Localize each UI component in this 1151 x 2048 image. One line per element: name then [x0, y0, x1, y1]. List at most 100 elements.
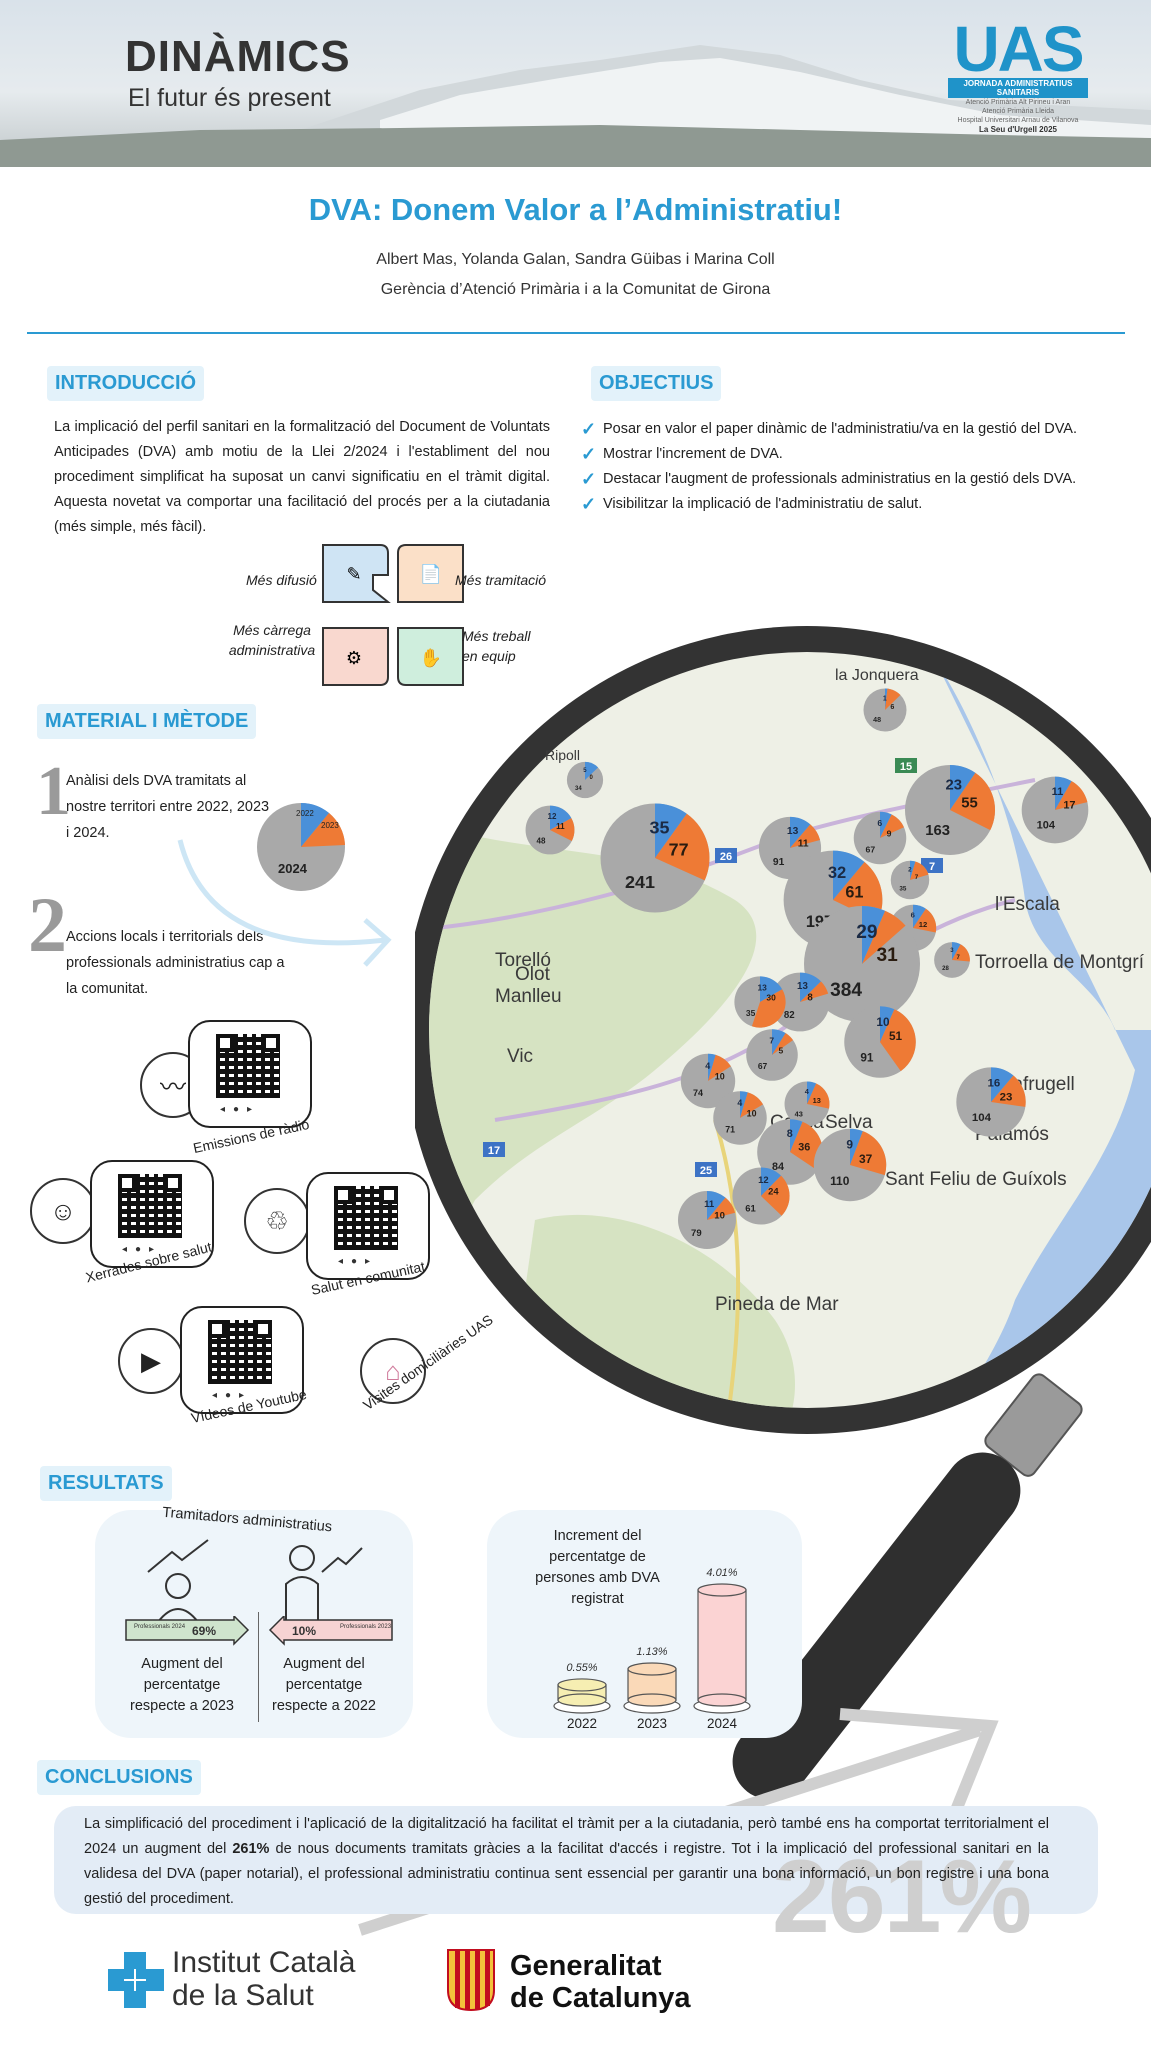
pie-label-2022: 2022	[296, 809, 314, 818]
qr-code-icon	[118, 1174, 182, 1238]
pie-value-2024: 61	[745, 1203, 755, 1214]
pie-value-2024: 48	[873, 716, 881, 724]
objectives-heading: OBJECTIUS	[591, 366, 722, 401]
objectives-list: ✓Posar en valor el paper dinàmic de l'ad…	[581, 417, 1121, 517]
road-number: 25	[700, 1165, 712, 1177]
road-sign	[921, 858, 943, 873]
pie-value-2024: 241	[625, 872, 655, 892]
tagline: El futur és present	[128, 84, 331, 112]
svg-text:⚙: ⚙	[346, 648, 362, 668]
qr-youtube[interactable]: ◂●▸	[180, 1306, 304, 1414]
pie-value-2023: 24	[768, 1186, 779, 1197]
step1-text: Anàlisi dels DVA tramitats al nostre ter…	[66, 773, 270, 841]
mountain-landscape	[0, 45, 1151, 167]
bar-category-label: 2024	[707, 1716, 738, 1730]
conclusions-highlight: 261%	[232, 1841, 270, 1857]
pie-value-2022: 4	[737, 1098, 742, 1108]
map-place-label: Ripoll	[545, 747, 580, 763]
road-number: 15	[900, 761, 912, 773]
road-sign	[895, 758, 917, 773]
big-261-percent: 261%	[772, 1839, 1032, 1955]
pie-value-2023: 11	[798, 838, 809, 849]
pie-value-2022: 29	[856, 922, 877, 943]
generalitat-shield-logo	[447, 1949, 495, 2012]
pie-value-2022: 7	[769, 1035, 774, 1045]
bar-2022	[553, 1678, 611, 1714]
pie-value-2024: 104	[972, 1112, 992, 1124]
bar-value-label: 4.01%	[706, 1567, 737, 1579]
road-sign	[483, 1142, 505, 1157]
pie-2022-2024: 2022 2023 2024	[257, 802, 345, 891]
step-number-2: 2	[28, 881, 67, 968]
uas-year: La Seu d'Urgell 2025	[979, 125, 1057, 134]
qr-code-icon	[208, 1320, 272, 1384]
check-icon: ✓	[581, 469, 597, 489]
objective-item: ✓Posar en valor el paper dinàmic de l'ad…	[581, 417, 1121, 442]
pie-value-2024: 91	[860, 1052, 874, 1065]
label-mes-difusio: Més difusió	[246, 572, 317, 588]
dinamics-logo: DINÀMICS	[125, 32, 351, 81]
step-number-1: 1	[36, 753, 71, 830]
chat-people-icon: ☺	[30, 1178, 96, 1244]
pie-value-2023: 23	[1000, 1091, 1013, 1103]
people-growth-icon	[147, 1539, 363, 1623]
qr-community[interactable]: ◂●▸	[306, 1172, 430, 1280]
pie-value-2022: 12	[758, 1174, 768, 1185]
method-heading: MATERIAL I MÈTODE	[37, 704, 257, 739]
pie-value-2022: 35	[650, 817, 670, 837]
road-sign	[695, 1162, 717, 1177]
conclusions-heading: CONCLUSIONS	[37, 1760, 201, 1795]
qr-radio[interactable]: ◂●▸	[188, 1020, 312, 1128]
pie-value-2024: 84	[772, 1161, 784, 1173]
pie-value-2023: 17	[1063, 799, 1075, 811]
pie-value-2023: 5	[778, 1046, 783, 1056]
pie-value-2022: 32	[828, 864, 846, 882]
pie-value-2024: 79	[691, 1228, 702, 1239]
play-controls-icon: ◂●▸	[338, 1256, 379, 1267]
arrow1-value: 69%	[192, 1624, 216, 1638]
pie-value-2024: 67	[866, 844, 876, 854]
chart-title: Increment del percentatge de persones am…	[535, 1528, 660, 1607]
arrow2-tag: Professionals 2023	[340, 1624, 392, 1630]
pie-value-2024: 74	[693, 1088, 703, 1098]
uas-line3: Hospital Universitari Arnau de Vilanova	[957, 117, 1079, 124]
percentage-arrows: Professionals 2024 69% 10% Professionals…	[125, 1616, 393, 1646]
map-place-label: Vic	[507, 1046, 533, 1067]
arrow1-caption: Augment del percentatge respecte a 2023	[130, 1656, 234, 1714]
qr-talks[interactable]: ◂●▸	[90, 1160, 214, 1268]
pie-value-2024: 384	[830, 980, 862, 1001]
pie-value-2024: 104	[1037, 819, 1056, 831]
pie-value-2023: 61	[845, 884, 863, 902]
label-mes-treball: Més treball en equip	[462, 628, 531, 664]
map-place-label: l'Escala	[995, 894, 1060, 915]
pie-value-2022: 8	[787, 1128, 793, 1140]
pie-value-2024: 163	[925, 823, 950, 839]
community-icon: ♲	[244, 1188, 310, 1254]
map-place-label: Torelló	[495, 950, 551, 971]
pie-value-2024: 71	[725, 1125, 735, 1135]
objective-item: ✓Visibilitzar la implicació de l'adminis…	[581, 492, 1121, 517]
affiliation: Gerència d’Atenció Primària i a la Comun…	[380, 281, 771, 298]
pie-value-2023: 36	[798, 1141, 810, 1153]
bar-category-label: 2023	[637, 1716, 667, 1730]
bar-category-label: 2022	[567, 1716, 597, 1730]
pie-value-2022: 9	[846, 1138, 853, 1152]
road-sign	[715, 848, 737, 863]
map-place-label: la Jonquera	[835, 667, 919, 684]
four-arrows-icon: ✎ 📄 ⚙ ✋	[322, 544, 464, 686]
map-pie: 8 36 84	[757, 1119, 823, 1185]
bar-value-label: 0.55%	[566, 1662, 597, 1674]
pie-value-2022: 13	[757, 982, 767, 992]
home-heart-icon: ⌂	[360, 1338, 426, 1404]
step2-text: Accions locals i territorials dels profe…	[66, 929, 285, 997]
